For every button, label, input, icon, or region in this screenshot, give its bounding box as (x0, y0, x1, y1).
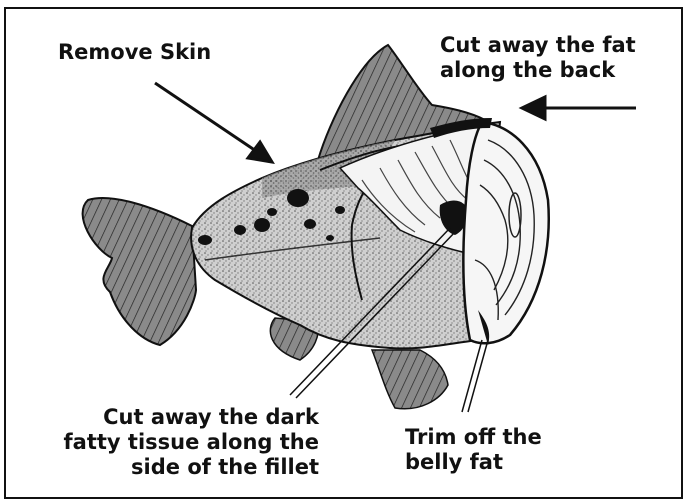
tail-fin (83, 198, 196, 345)
label-remove-skin: Remove Skin (58, 40, 211, 65)
cross-section (463, 122, 548, 343)
label-dark-tissue: Cut away the dark fatty tissue along the… (64, 405, 319, 480)
label-belly-fat-line-1: Trim off the (405, 425, 542, 450)
label-belly-fat-line-2: belly fat (405, 450, 542, 475)
label-back-fat-line-2: along the back (440, 58, 636, 83)
label-dark-tissue-line-1: Cut away the dark (64, 405, 319, 430)
arrow-remove-skin (155, 83, 272, 162)
label-dark-tissue-line-3: side of the fillet (64, 455, 319, 480)
arrow-back-fat (522, 97, 636, 119)
label-dark-tissue-line-2: fatty tissue along the (64, 430, 319, 455)
label-back-fat: Cut away the fat along the back (440, 33, 636, 83)
line-belly-fat (462, 340, 488, 412)
label-belly-fat: Trim off the belly fat (405, 425, 542, 475)
label-back-fat-line-1: Cut away the fat (440, 33, 636, 58)
anal-fin (372, 350, 448, 409)
